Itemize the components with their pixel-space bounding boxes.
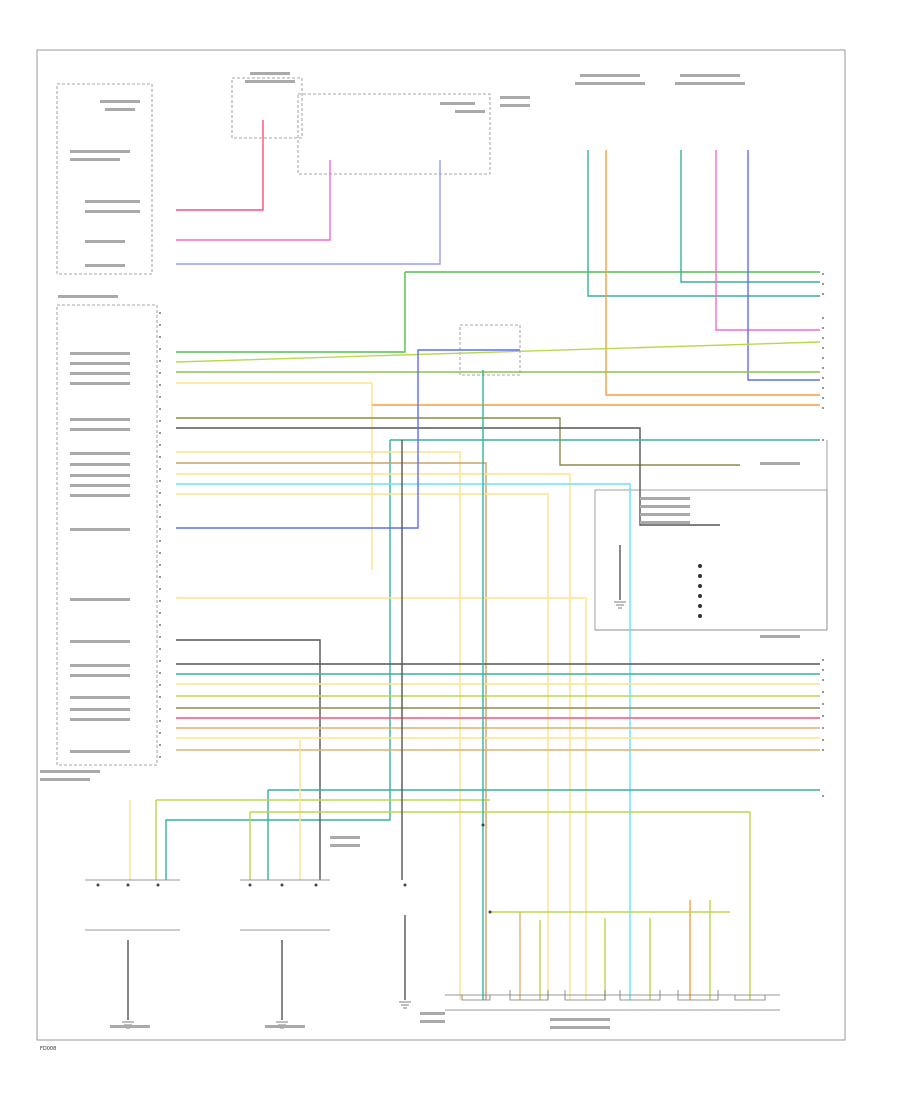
wire-red-pink <box>176 120 264 211</box>
wire-pink-2 <box>715 150 820 331</box>
wire-yellow-green-1 <box>175 341 821 363</box>
wire-inj-5 <box>176 493 549 1000</box>
wire-pink <box>176 160 331 241</box>
wire-inj-3 <box>176 473 571 1000</box>
pcm-pin-ticks <box>159 312 161 758</box>
wire-orange-top <box>605 150 820 396</box>
wire-light-yellow-1 <box>176 382 373 570</box>
fuse-box <box>231 77 303 139</box>
corner-code: FD008 <box>40 1046 56 1052</box>
component-solid-boxes <box>594 440 828 631</box>
wire-gray-2 <box>176 639 321 880</box>
lower-sensor-boxes <box>85 879 780 1011</box>
wire-olive <box>176 417 740 466</box>
wire-inj-2 <box>176 462 487 1000</box>
wire-teal-1 <box>680 150 820 283</box>
ground-symbols <box>122 601 626 1029</box>
right-edge-ticks <box>822 273 824 797</box>
wire-light-yellow-2 <box>176 597 587 1000</box>
wire-green-pcm <box>176 272 406 353</box>
wire-teal-3-drop <box>165 440 391 880</box>
blurred-labels <box>40 72 800 1029</box>
ignition-switch-box <box>297 93 491 175</box>
component-boxes <box>56 77 521 766</box>
wire-junctions <box>96 823 492 914</box>
wire-gray-1 <box>176 427 720 526</box>
wire-violet <box>176 160 441 265</box>
passenger-airbag-module-box <box>56 83 153 275</box>
wire-blue-2 <box>747 150 820 381</box>
outer-frame <box>36 49 846 1041</box>
powertrain-control-module-box <box>56 304 158 766</box>
ignition-module-pins <box>698 564 702 618</box>
wire-inj-4 <box>176 483 631 1000</box>
wires <box>127 120 821 1020</box>
wire-blue-1 <box>176 349 520 529</box>
wire-teal-2 <box>587 150 820 297</box>
fuel-injectors <box>461 990 766 1001</box>
wire-inj-1 <box>176 451 461 1000</box>
